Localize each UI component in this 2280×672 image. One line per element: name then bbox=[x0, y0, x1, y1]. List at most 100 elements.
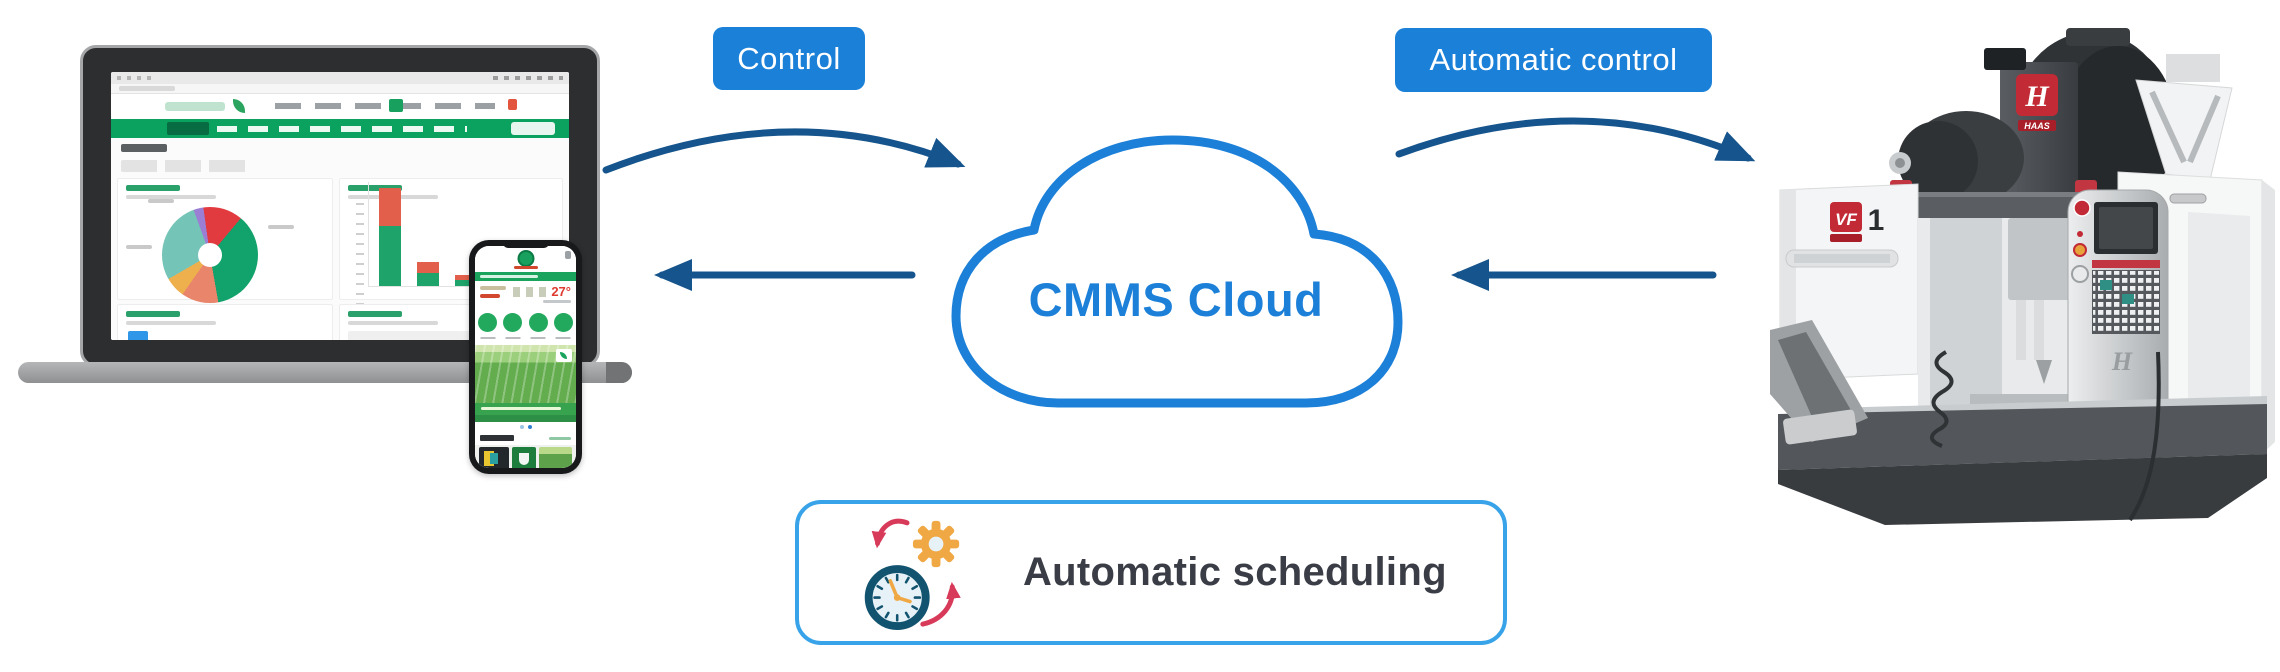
control-pendant: H bbox=[2067, 189, 2169, 463]
laptop bbox=[80, 45, 600, 367]
keypad-red-row bbox=[2092, 260, 2160, 268]
dashboard-tabs bbox=[121, 160, 251, 172]
bar-panel-title bbox=[348, 185, 402, 191]
nav-action-button bbox=[511, 122, 555, 135]
haas-h-letter: H bbox=[2024, 80, 2050, 113]
cutting-tool bbox=[2036, 360, 2052, 384]
dashboard-header bbox=[111, 94, 569, 120]
thumbnail-app bbox=[479, 447, 509, 468]
hbar-panel-filter bbox=[126, 321, 216, 325]
phone-green-banner bbox=[475, 272, 576, 281]
head-cap bbox=[1984, 48, 2026, 70]
pendant-red-dot bbox=[2077, 231, 2083, 237]
temperature-value: 27° bbox=[551, 284, 571, 299]
model-badge: VF 1 bbox=[1830, 202, 1884, 242]
pendant-h-mark: H bbox=[2111, 347, 2133, 376]
bell-icon bbox=[565, 251, 571, 259]
way-cover-1 bbox=[2016, 300, 2026, 360]
pendant-haas-logo bbox=[2073, 199, 2091, 217]
automatic-control-badge: Automatic control bbox=[1395, 28, 1712, 92]
browser-tabstrip bbox=[111, 84, 569, 94]
legend-chip bbox=[128, 331, 148, 340]
model-number-text: 1 bbox=[1868, 204, 1885, 237]
bar-y-axis bbox=[356, 203, 364, 307]
emergency-stop-button bbox=[2073, 243, 2087, 257]
pie-panel bbox=[117, 178, 333, 303]
automatic-scheduling-box: Automatic scheduling bbox=[795, 500, 1507, 645]
leaf-icon bbox=[233, 99, 245, 113]
haas-brand-text: HAAS bbox=[2024, 121, 2050, 131]
news-more-link bbox=[549, 437, 571, 440]
weather-subtext bbox=[480, 294, 500, 298]
hbar-panel bbox=[117, 304, 333, 340]
automatic-scheduling-label: Automatic scheduling bbox=[1023, 550, 1447, 594]
carousel-dots bbox=[475, 422, 576, 431]
pie-panel-filter bbox=[126, 195, 216, 199]
dashboard-navbar bbox=[111, 119, 569, 138]
gear-icon bbox=[912, 520, 960, 567]
browser-tab bbox=[119, 86, 175, 91]
scheduling-clock-gear-icon bbox=[864, 518, 961, 630]
thumbnail-field bbox=[539, 447, 572, 468]
hbar-legend-chips bbox=[128, 331, 148, 340]
clock-icon bbox=[864, 564, 930, 630]
weather-date-text bbox=[543, 300, 571, 303]
cnc-machine: H HAAS VF 1 bbox=[1770, 28, 2275, 525]
enclosure-handle bbox=[2169, 193, 2207, 204]
laptop-screen bbox=[111, 72, 569, 340]
haas-logo-badge: H HAAS bbox=[2016, 74, 2058, 131]
weather-location-text bbox=[480, 286, 506, 290]
pie-chart bbox=[162, 207, 258, 303]
phone-news-row bbox=[475, 431, 576, 446]
base-lower bbox=[1778, 454, 2267, 525]
spindle-motor-face bbox=[1898, 121, 1978, 201]
jog-knob bbox=[2071, 265, 2089, 283]
window-buttons-icon bbox=[117, 76, 157, 80]
base-upper bbox=[1778, 404, 2267, 470]
quick-action-icon bbox=[503, 313, 523, 332]
browser-toolbar-icons bbox=[493, 76, 563, 80]
right-enclosure-side bbox=[2262, 180, 2275, 454]
phone-notch bbox=[502, 240, 549, 248]
pie-label bbox=[148, 199, 174, 203]
keypad-teal-key-2 bbox=[2122, 294, 2134, 304]
field-photo bbox=[475, 345, 576, 403]
pie-panel-title bbox=[126, 185, 180, 191]
phone-quick-actions bbox=[475, 309, 576, 345]
browser-chrome bbox=[111, 72, 569, 84]
arrow-cloud-to-machine bbox=[1395, 117, 1756, 162]
header-green-badge bbox=[389, 99, 403, 112]
cmms-cloud: CMMS Cloud bbox=[940, 126, 1412, 416]
table-panel-title bbox=[348, 311, 402, 317]
stacked-bar bbox=[417, 262, 439, 286]
header-flag-icon bbox=[508, 99, 517, 110]
chip-tray bbox=[1783, 409, 1857, 445]
cross-beam-highlight bbox=[1856, 192, 2130, 197]
weather-icons bbox=[513, 287, 547, 297]
right-enclosure-recess bbox=[2188, 212, 2250, 450]
v-brace bbox=[2149, 90, 2221, 164]
phone-weather-row: 27° bbox=[475, 281, 576, 310]
photo-watermark bbox=[556, 349, 572, 362]
spindle-nose-center bbox=[1895, 158, 1905, 168]
drum-cap bbox=[2066, 28, 2130, 46]
dashboard-page-title bbox=[121, 144, 167, 152]
phone-app-logo-text bbox=[513, 266, 538, 269]
spindle-housing bbox=[2008, 218, 2076, 300]
door-handle-ticks bbox=[1794, 254, 1890, 263]
pendant-cable bbox=[2128, 351, 2161, 522]
quick-action-icon bbox=[553, 313, 573, 332]
pie-label bbox=[268, 225, 294, 229]
chute-cap bbox=[2166, 54, 2220, 82]
phone-app-header bbox=[475, 246, 576, 272]
chip-conveyor-belt bbox=[1778, 332, 1852, 426]
news-title-text bbox=[480, 435, 514, 441]
stacked-bar bbox=[455, 275, 477, 286]
nav-menu-items bbox=[217, 126, 467, 132]
model-vf-text: VF bbox=[1835, 210, 1857, 229]
nav-active-item bbox=[167, 122, 209, 135]
cloud-shape bbox=[951, 135, 1403, 408]
app-logo bbox=[165, 102, 225, 111]
quick-action-icon bbox=[478, 313, 498, 332]
